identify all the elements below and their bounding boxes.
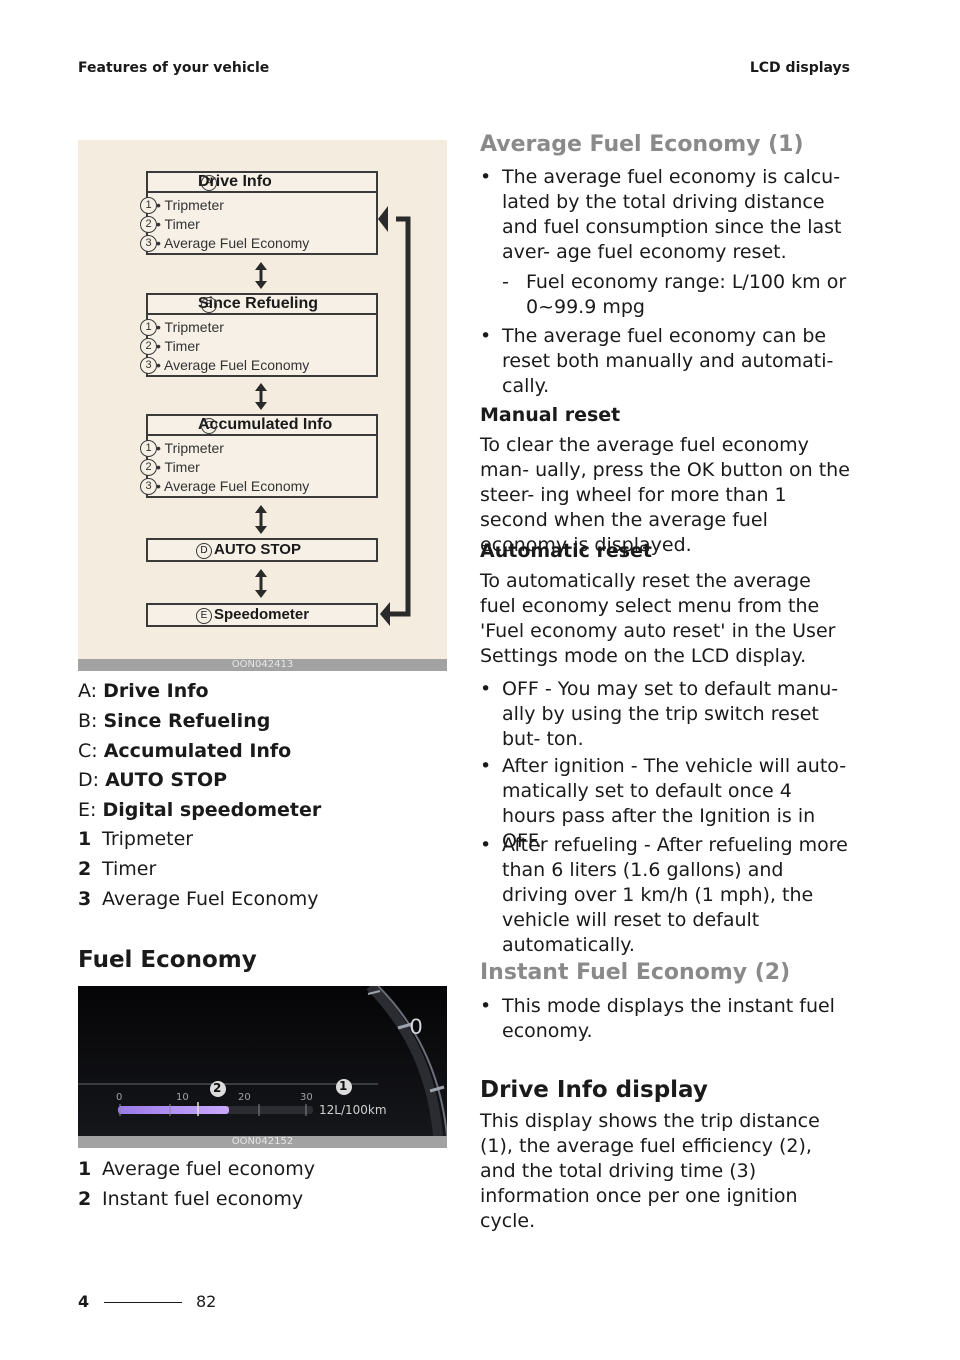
diagram-letter-d: D	[196, 543, 212, 559]
diagram-item: • Timer	[156, 459, 200, 475]
drive-info-display-text: This display shows the trip distance (1)…	[480, 1110, 820, 1232]
item-number-3: 3	[140, 357, 157, 374]
diagram-item: • Average Fuel Economy	[156, 235, 310, 251]
item-number-3: 3	[140, 235, 157, 252]
item-number-1: 1	[140, 440, 157, 457]
scale-0: 0	[116, 1092, 123, 1103]
diagram-section-a-items: 1• Tripmeter 2• Timer 3• Average Fuel Ec…	[140, 193, 378, 255]
diagram-item: • Tripmeter	[156, 319, 224, 335]
manual-reset-text: To clear the average fuel economy man- u…	[480, 434, 850, 556]
footer-page-number: 82	[196, 1292, 217, 1311]
diagram-section-c-title: C Accumulated Info	[146, 414, 378, 436]
header-chapter-title: LCD displays	[749, 60, 850, 76]
fuel-reading: 12L/100km	[319, 1103, 387, 1117]
diagram-caption: OON042413	[78, 659, 447, 671]
header-section-title: Features of your vehicle	[78, 60, 270, 76]
legend-c: C: Accumulated Info	[78, 740, 292, 762]
diagram-letter-b: B	[201, 297, 217, 313]
diagram-item: • Tripmeter	[156, 440, 224, 456]
item-number-2: 2	[140, 216, 157, 233]
diagram-section-d: D AUTO STOP	[146, 538, 378, 562]
cluster-graphic	[78, 986, 447, 1136]
auto-reset-bullet-ignition: After ignition - The vehicle will auto- …	[480, 754, 850, 854]
automatic-reset-text: To automatically reset the average fuel …	[480, 570, 836, 667]
scale-30: 30	[300, 1092, 313, 1103]
legend-b: B: Since Refueling	[78, 710, 271, 732]
diagram-arrows	[255, 206, 411, 626]
manual-reset-heading: Manual reset	[480, 404, 621, 426]
item-number-1: 1	[140, 197, 157, 214]
diagram-letter-e: E	[196, 608, 212, 624]
instant-fuel-economy-heading: Instant Fuel Economy (2)	[480, 960, 791, 985]
diagram-item: • Timer	[156, 216, 200, 232]
item-number-1: 1	[140, 319, 157, 336]
diagram-section-e: E Speedometer	[146, 603, 378, 627]
scale-10: 10	[176, 1092, 189, 1103]
item-number-2: 2	[140, 338, 157, 355]
avg-fuel-economy-heading: Average Fuel Economy (1)	[480, 132, 804, 157]
legend-d: D: AUTO STOP	[78, 769, 228, 791]
drive-info-display-heading: Drive Info display	[480, 1077, 708, 1103]
gauge-tick	[429, 1085, 445, 1093]
gauge-value: 0	[410, 1014, 423, 1039]
item-number-3: 3	[140, 478, 157, 495]
loop-arrow-icon	[390, 216, 411, 617]
diagram-item: • Timer	[156, 338, 200, 354]
footer-divider	[104, 1302, 182, 1303]
average-economy-bar	[118, 1106, 229, 1114]
avg-range-note: Fuel economy range: L/100 km or 0~99.9 m…	[502, 270, 852, 320]
instant-bullet: This mode displays the instant fuel econ…	[480, 994, 850, 1044]
diagram-section-b-items: 1• Tripmeter 2• Timer 3• Average Fuel Ec…	[140, 315, 378, 377]
item-number-2: 2	[140, 459, 157, 476]
diagram-item: • Average Fuel Economy	[156, 478, 310, 494]
diagram-section-a-title: A Drive Info	[146, 171, 378, 193]
legend-e: E: Digital speedometer	[78, 799, 322, 821]
legend-a: A: Drive Info	[78, 680, 209, 702]
diagram-section-c-items: 1• Tripmeter 2• Timer 3• Average Fuel Ec…	[140, 436, 378, 498]
avg-bullet-1: The average fuel economy is calcu- lated…	[480, 165, 850, 265]
fuel-economy-cluster-image: 0 0 10 20 30 12L/100km 2 1 OON042152	[78, 986, 447, 1148]
auto-reset-bullet-off: OFF - You may set to default manu- ally …	[480, 677, 850, 752]
avg-bullet-2: The average fuel economy can be reset bo…	[480, 324, 850, 399]
auto-reset-bullet-refueling: After refueling - After refueling more t…	[480, 833, 850, 958]
automatic-reset-heading: Automatic reset	[480, 540, 652, 562]
diagram-letter-a: A	[201, 175, 217, 191]
diagram-item: • Tripmeter	[156, 197, 224, 213]
scale-20: 20	[238, 1092, 251, 1103]
diagram-item: • Average Fuel Economy	[156, 357, 310, 373]
marker-1-label: 1	[339, 1079, 348, 1093]
gauge-tick	[397, 1022, 413, 1030]
drive-info-menu-diagram: A Drive Info 1• Tripmeter 2• Timer 3• Av…	[78, 140, 447, 671]
cluster-caption: OON042152	[78, 1136, 447, 1148]
footer-section-number: 4	[78, 1292, 90, 1311]
diagram-section-b-title: B Since Refueling	[146, 293, 378, 315]
diagram-letter-c: C	[201, 418, 217, 434]
marker-2-label: 2	[213, 1081, 222, 1095]
fuel-economy-heading: Fuel Economy	[78, 947, 257, 973]
gauge-tick	[367, 990, 381, 995]
